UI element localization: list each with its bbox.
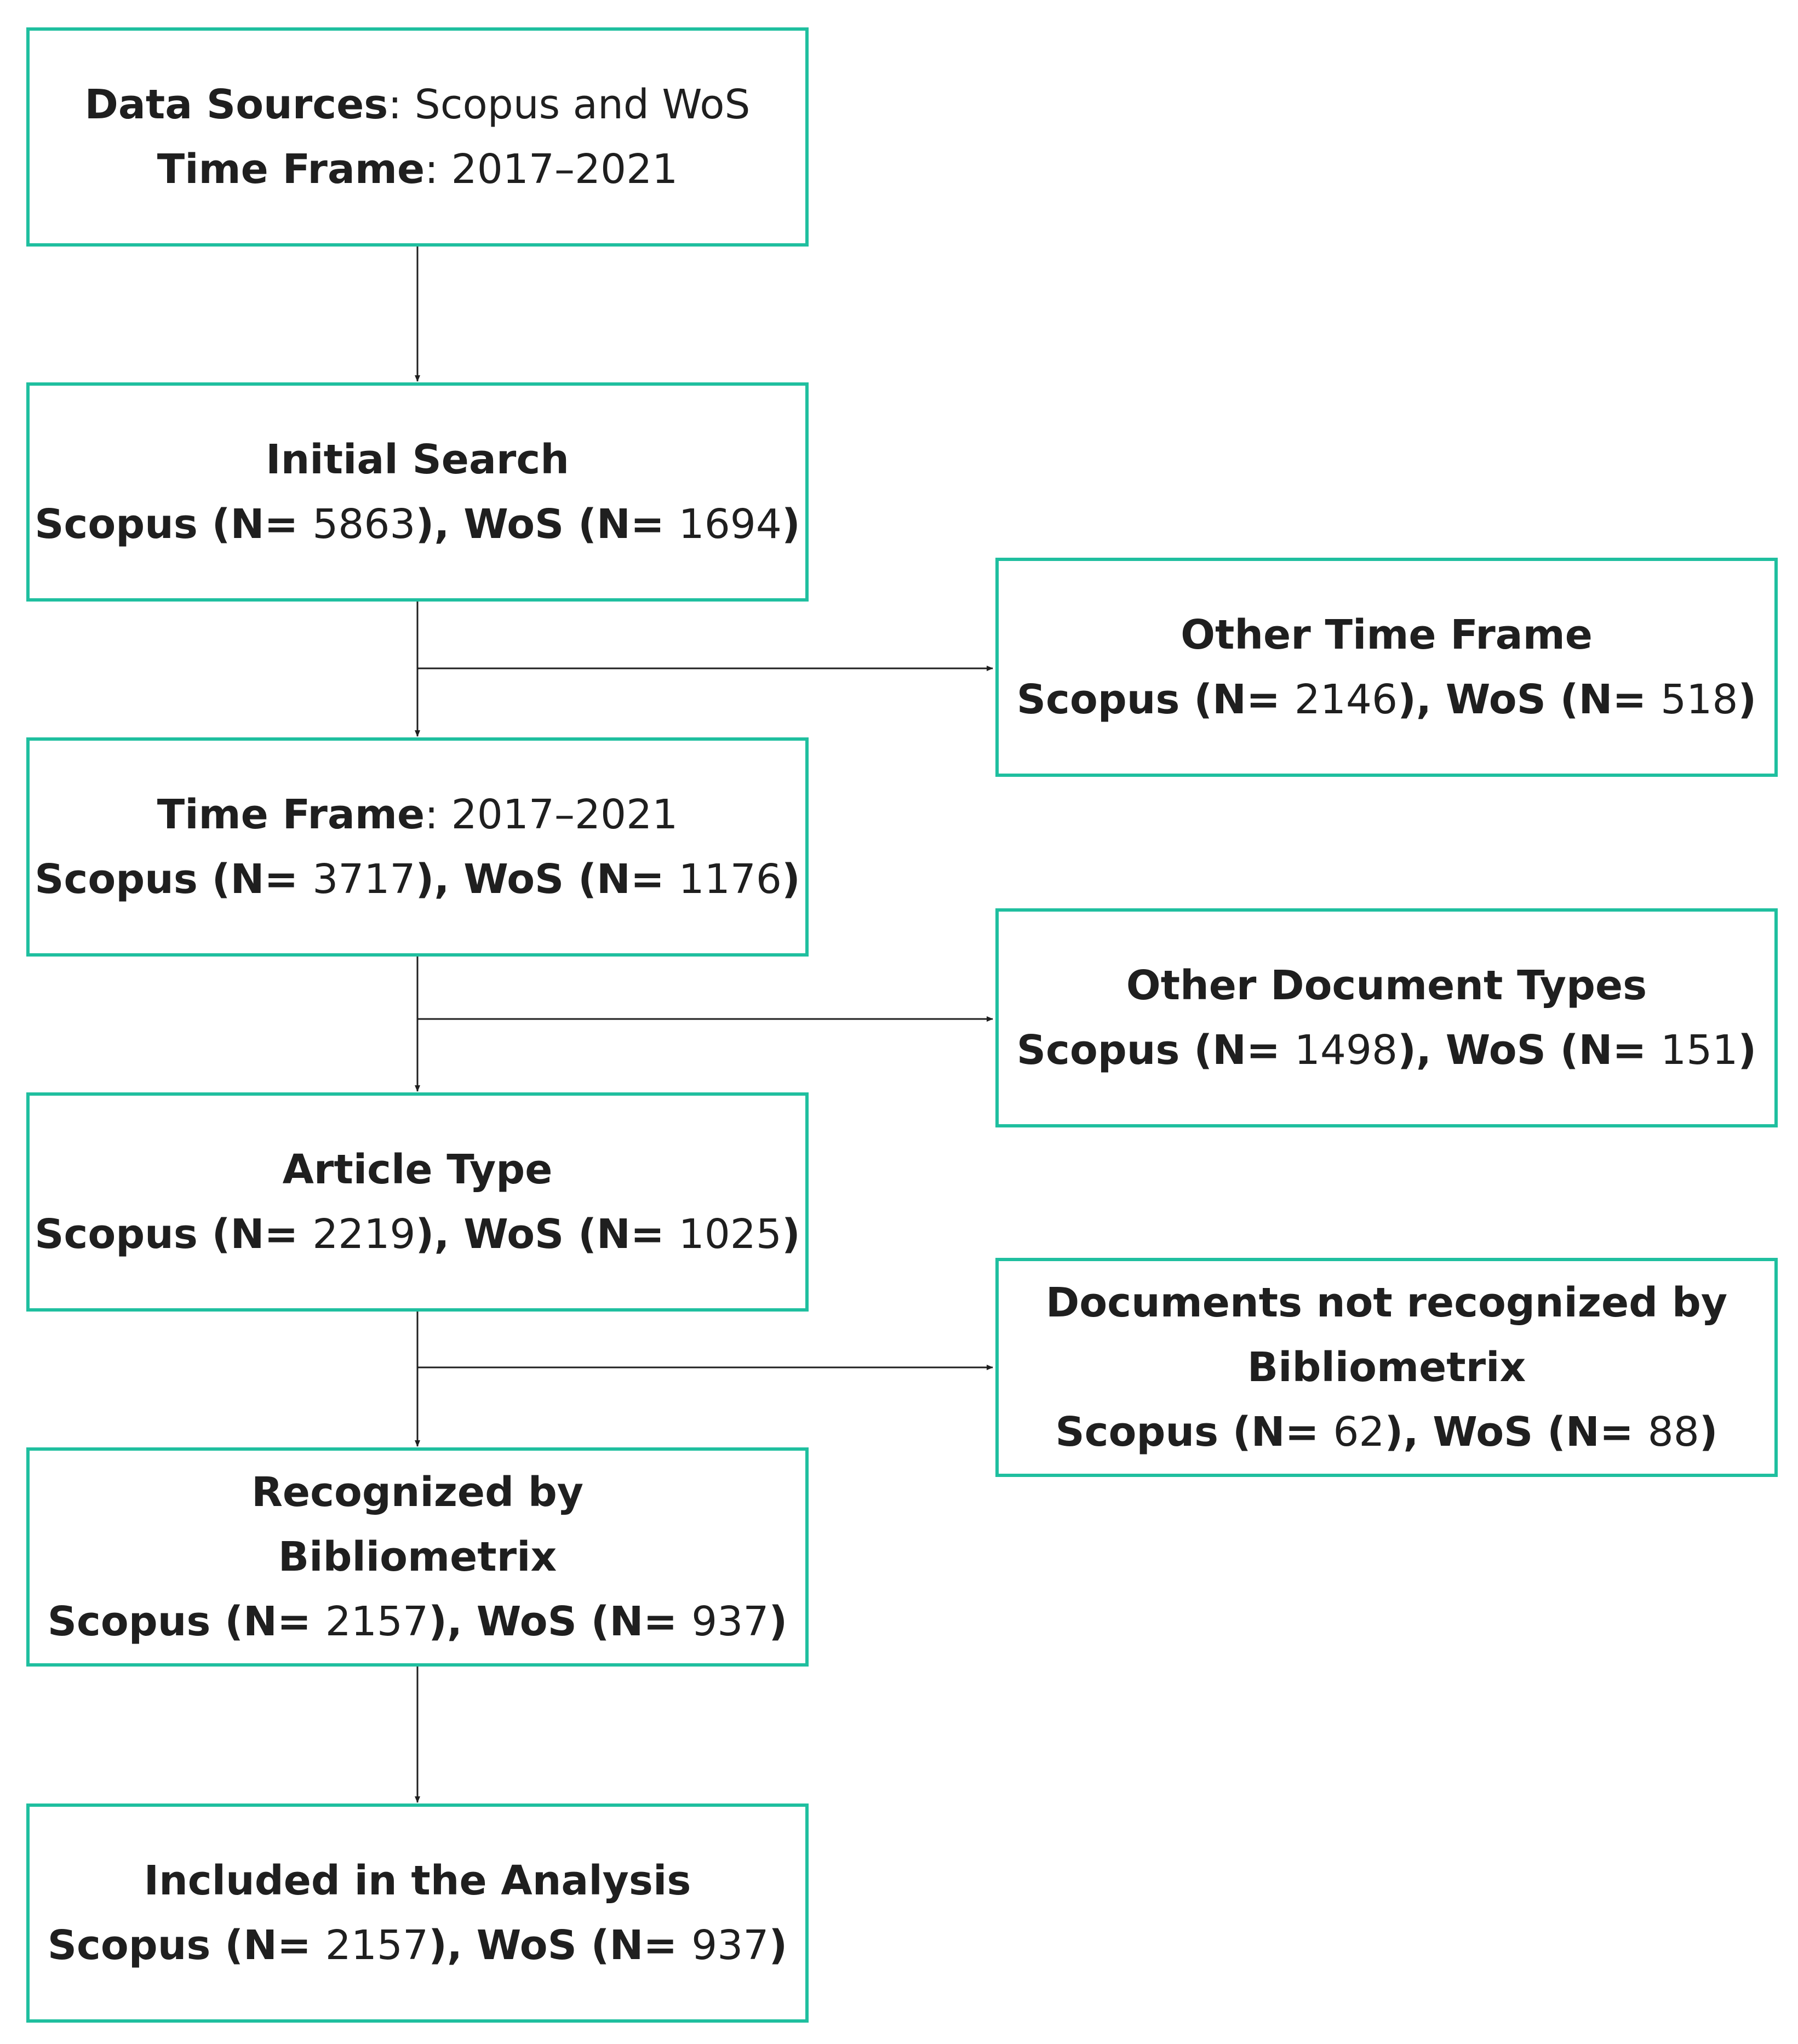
scopus-count: 1498 xyxy=(1294,1027,1398,1074)
recognized-title-line2: Bibliometrix xyxy=(278,1533,557,1581)
data-sources-label: Data Sources xyxy=(84,81,388,128)
close-paren: ) xyxy=(1699,1409,1718,1456)
scopus-count: 2146 xyxy=(1294,676,1398,723)
scopus-label: Scopus (N= xyxy=(47,1598,325,1645)
included-counts: Scopus (N= 2157), WoS (N= 937) xyxy=(48,1913,788,1978)
wos-count: 1025 xyxy=(678,1211,782,1258)
initial-search-title: Initial Search xyxy=(266,436,569,483)
other-doc-types-title: Other Document Types xyxy=(1126,962,1647,1009)
wos-count: 518 xyxy=(1660,676,1738,723)
close-paren: ) xyxy=(781,856,800,903)
time-frame-title: Time Frame: 2017–2021 xyxy=(157,782,678,847)
scopus-count: 2157 xyxy=(325,1922,429,1969)
data-sources-line: Data Sources: Scopus and WoS xyxy=(84,72,750,137)
separator: ), xyxy=(415,1211,464,1258)
other-doc-types-counts: Scopus (N= 1498), WoS (N= 151) xyxy=(1017,1018,1757,1083)
close-paren: ) xyxy=(1738,1027,1757,1074)
separator: ), xyxy=(415,501,464,548)
data-sources-value: : Scopus and WoS xyxy=(388,81,751,128)
scopus-label: Scopus (N= xyxy=(35,501,313,548)
recognized-box: Recognized by Bibliometrix Scopus (N= 21… xyxy=(26,1447,809,1667)
wos-count: 1694 xyxy=(678,501,782,548)
time-frame-label: Time Frame xyxy=(157,146,425,193)
data-sources-box: Data Sources: Scopus and WoS Time Frame:… xyxy=(26,27,809,247)
separator: ), xyxy=(415,856,464,903)
wos-label: WoS (N= xyxy=(1445,676,1661,723)
scopus-count: 2219 xyxy=(312,1211,416,1258)
scopus-label: Scopus (N= xyxy=(1055,1409,1333,1456)
scopus-label: Scopus (N= xyxy=(35,856,313,903)
not-recognized-title-line2: Bibliometrix xyxy=(1247,1344,1526,1391)
time-frame-counts: Scopus (N= 3717), WoS (N= 1176) xyxy=(35,847,800,912)
time-frame-label: Time Frame xyxy=(157,791,425,838)
time-frame-line: Time Frame: 2017–2021 xyxy=(157,137,678,202)
wos-label: WoS (N= xyxy=(463,856,679,903)
wos-count: 937 xyxy=(691,1922,769,1969)
included-box: Included in the Analysis Scopus (N= 2157… xyxy=(26,1803,809,2023)
wos-label: WoS (N= xyxy=(463,501,679,548)
scopus-count: 5863 xyxy=(312,501,416,548)
close-paren: ) xyxy=(769,1922,788,1969)
scopus-count: 3717 xyxy=(312,856,416,903)
wos-label: WoS (N= xyxy=(476,1922,692,1969)
wos-label: WoS (N= xyxy=(463,1211,679,1258)
wos-count: 937 xyxy=(691,1598,769,1645)
not-recognized-title-line1: Documents not recognized by xyxy=(1045,1279,1728,1326)
other-doc-types-box: Other Document Types Scopus (N= 1498), W… xyxy=(995,908,1778,1127)
close-paren: ) xyxy=(769,1598,788,1645)
wos-label: WoS (N= xyxy=(1433,1409,1648,1456)
scopus-count: 62 xyxy=(1333,1409,1385,1456)
scopus-count: 2157 xyxy=(325,1598,429,1645)
recognized-title-line1: Recognized by xyxy=(251,1469,584,1516)
time-frame-value: : 2017–2021 xyxy=(425,791,678,838)
wos-count: 151 xyxy=(1660,1027,1738,1074)
not-recognized-counts: Scopus (N= 62), WoS (N= 88) xyxy=(1055,1400,1717,1464)
recognized-counts: Scopus (N= 2157), WoS (N= 937) xyxy=(48,1589,788,1654)
separator: ), xyxy=(1398,676,1446,723)
close-paren: ) xyxy=(781,1211,800,1258)
wos-count: 88 xyxy=(1647,1409,1699,1456)
included-title: Included in the Analysis xyxy=(144,1857,691,1904)
separator: ), xyxy=(1398,1027,1446,1074)
scopus-label: Scopus (N= xyxy=(1016,1027,1295,1074)
initial-search-counts: Scopus (N= 5863), WoS (N= 1694) xyxy=(35,492,800,557)
separator: ), xyxy=(1384,1409,1433,1456)
close-paren: ) xyxy=(1738,676,1757,723)
initial-search-box: Initial Search Scopus (N= 5863), WoS (N=… xyxy=(26,382,809,602)
other-time-frame-box: Other Time Frame Scopus (N= 2146), WoS (… xyxy=(995,558,1778,777)
wos-label: WoS (N= xyxy=(476,1598,692,1645)
other-time-frame-title: Other Time Frame xyxy=(1181,611,1593,659)
other-time-frame-counts: Scopus (N= 2146), WoS (N= 518) xyxy=(1017,667,1757,732)
scopus-label: Scopus (N= xyxy=(35,1211,313,1258)
article-type-box: Article Type Scopus (N= 2219), WoS (N= 1… xyxy=(26,1092,809,1312)
not-recognized-box: Documents not recognized by Bibliometrix… xyxy=(995,1258,1778,1477)
wos-count: 1176 xyxy=(678,856,782,903)
time-frame-box: Time Frame: 2017–2021 Scopus (N= 3717), … xyxy=(26,737,809,957)
scopus-label: Scopus (N= xyxy=(1016,676,1295,723)
close-paren: ) xyxy=(781,501,800,548)
time-frame-value: : 2017–2021 xyxy=(425,146,678,193)
article-type-counts: Scopus (N= 2219), WoS (N= 1025) xyxy=(35,1202,800,1267)
separator: ), xyxy=(428,1598,477,1645)
article-type-title: Article Type xyxy=(282,1146,553,1193)
separator: ), xyxy=(428,1922,477,1969)
scopus-label: Scopus (N= xyxy=(47,1922,325,1969)
wos-label: WoS (N= xyxy=(1445,1027,1661,1074)
